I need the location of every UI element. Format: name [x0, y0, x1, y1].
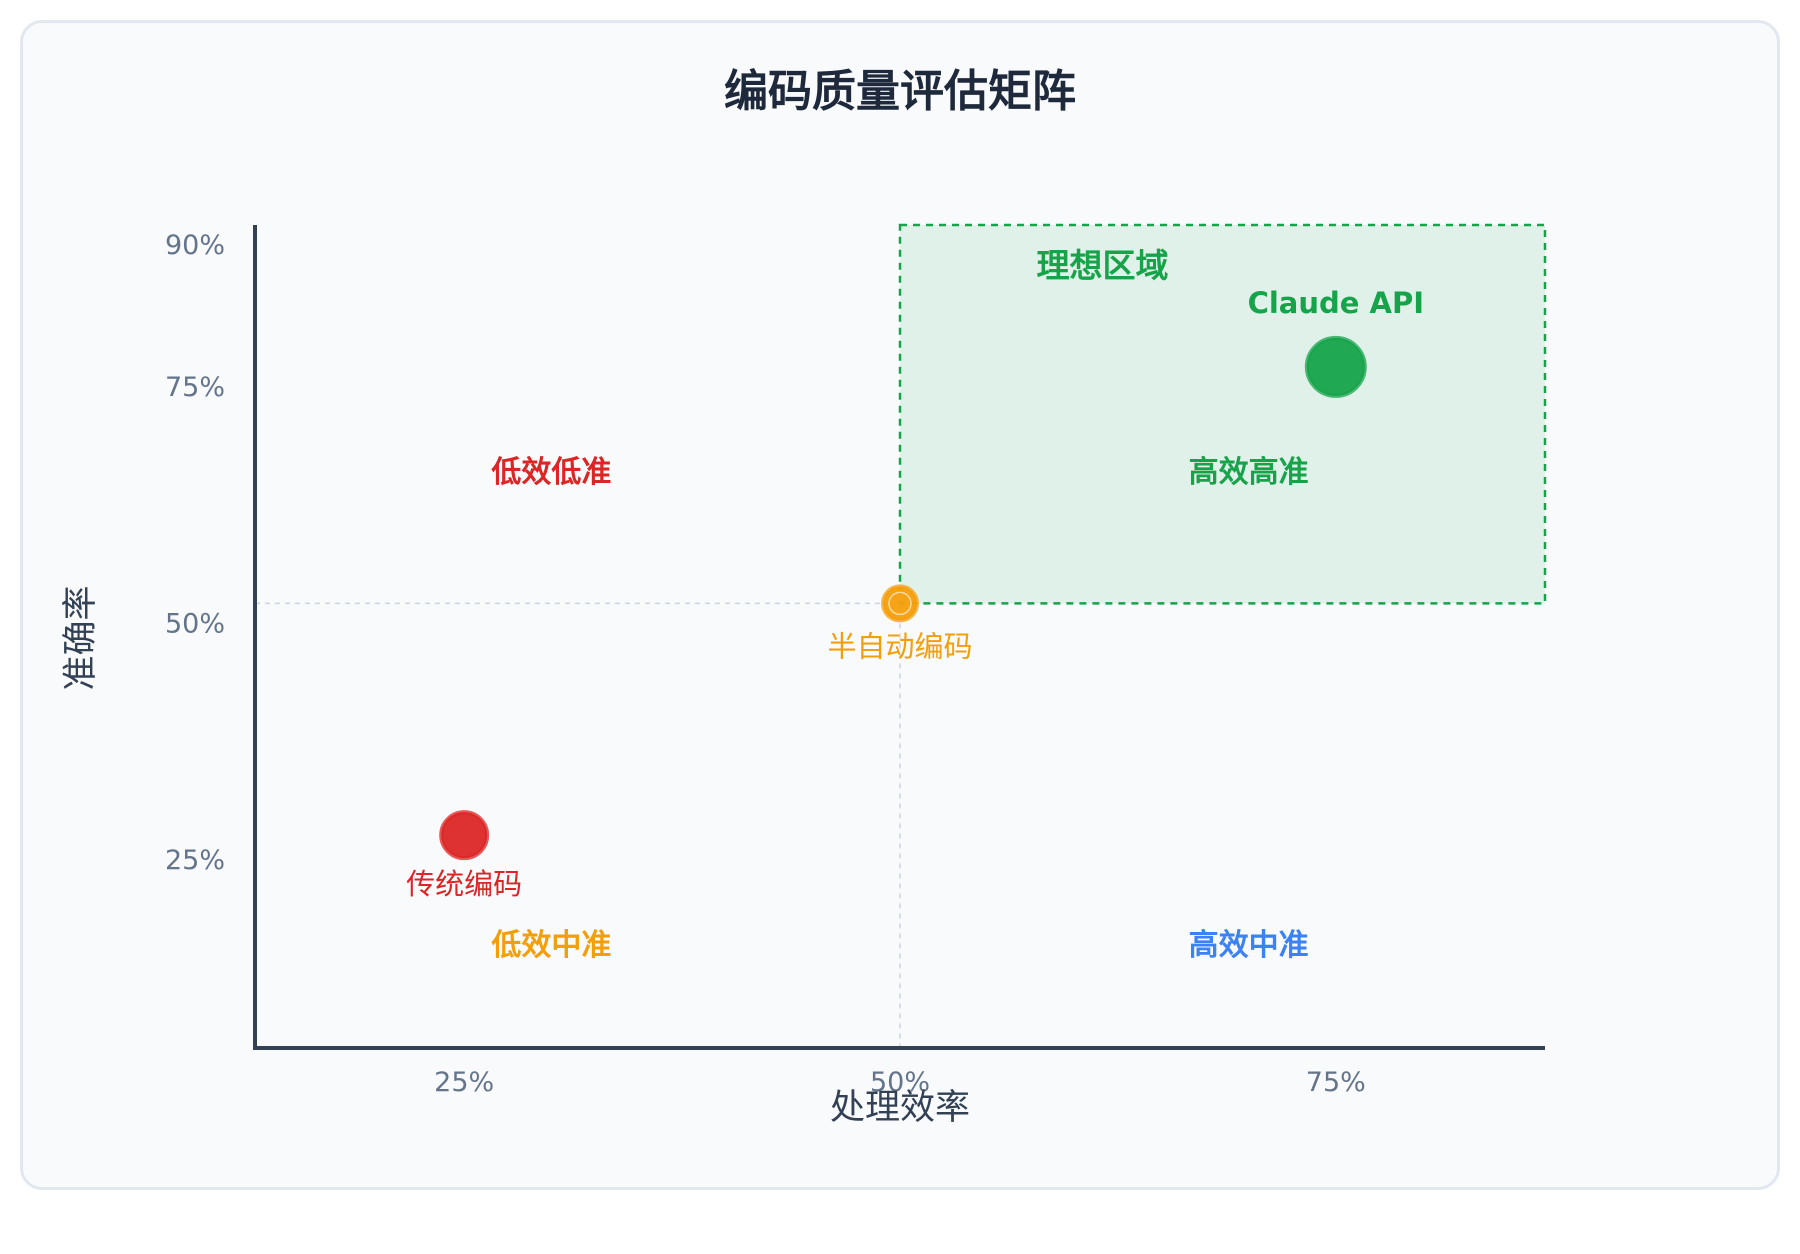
data-point	[1304, 335, 1367, 398]
x-axis-title: 处理效率	[830, 1088, 970, 1128]
x-tick-label: 50%	[870, 1067, 930, 1098]
y-tick-label: 75%	[165, 372, 225, 403]
axes: 25% 50% 75% 25% 50% 75% 90%	[165, 225, 1545, 1098]
ideal-zone-rect	[898, 223, 1547, 605]
data-point-ring	[888, 591, 912, 616]
quadrant-label: 低效低准	[490, 455, 611, 490]
reference-lines	[255, 602, 901, 1048]
y-tick-label: 90%	[165, 230, 225, 261]
x-tick-label: 75%	[1306, 1067, 1366, 1098]
data-point-label: Claude API	[1248, 286, 1424, 320]
quadrant-label: 高效高准	[1189, 455, 1309, 490]
y-tick-label: 50%	[165, 608, 225, 639]
ideal-zone-layer: 理想区域	[898, 223, 1547, 605]
data-point	[881, 584, 919, 623]
ideal-zone-label: 理想区域	[1037, 246, 1169, 285]
x-tick-label: 25%	[434, 1067, 494, 1098]
data-point-label: 传统编码	[406, 867, 522, 901]
quadrant-label: 低效中准	[490, 928, 611, 963]
y-tick-label: 25%	[165, 845, 225, 876]
data-points: 传统编码 半自动编码 Claude API	[406, 286, 1424, 901]
y-axis-title: 准确率	[61, 585, 101, 690]
quadrant-label: 高效中准	[1189, 928, 1309, 963]
data-point-label: 半自动编码	[827, 629, 972, 663]
data-point	[439, 810, 490, 861]
chart-title: 编码质量评估矩阵	[724, 66, 1076, 117]
